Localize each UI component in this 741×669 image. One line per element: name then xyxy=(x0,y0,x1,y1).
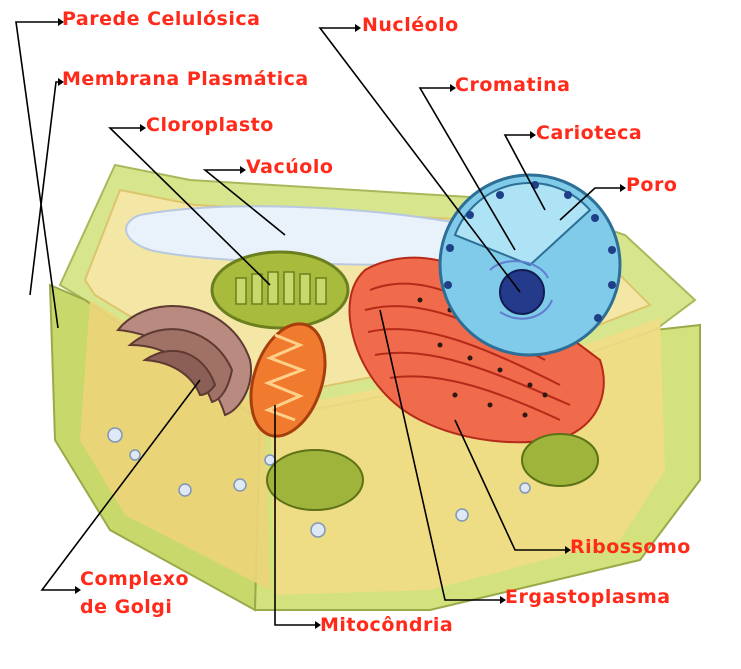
chloroplast xyxy=(210,250,350,330)
label-vacuolo: Vacúolo xyxy=(246,156,334,178)
label-ribossomo: Ribossomo xyxy=(570,536,691,558)
label-nucleolo: Nucléolo xyxy=(362,14,459,36)
label-de-golgi: de Golgi xyxy=(80,596,173,618)
label-poro: Poro xyxy=(626,174,678,196)
nuclear-pores xyxy=(444,181,616,322)
chromatin xyxy=(489,260,553,320)
label-complexo: Complexo xyxy=(80,568,190,590)
vesicles xyxy=(107,427,531,538)
label-ergastoplasma: Ergastoplasma xyxy=(505,586,671,608)
label-cloroplasto: Cloroplasto xyxy=(146,114,274,136)
chloroplast-lower-1 xyxy=(266,449,364,511)
pointer-arrowheads xyxy=(58,18,626,629)
label-parede-celulosica: Parede Celulósica xyxy=(62,8,261,30)
nucleus-cutaway xyxy=(453,181,592,267)
chloroplast-grana xyxy=(235,271,327,305)
cytoplasm-left xyxy=(80,300,270,590)
label-carioteca: Carioteca xyxy=(536,122,643,144)
label-membrana-plasmatica: Membrana Plasmática xyxy=(62,68,309,90)
mitochondrion-cristae xyxy=(263,333,307,422)
label-cromatina: Cromatina xyxy=(455,74,571,96)
label-mitocondria: Mitocôndria xyxy=(320,614,454,636)
chloroplast-lower-2 xyxy=(521,433,599,487)
pointer-lines xyxy=(15,21,620,626)
nucleolus xyxy=(499,269,545,315)
